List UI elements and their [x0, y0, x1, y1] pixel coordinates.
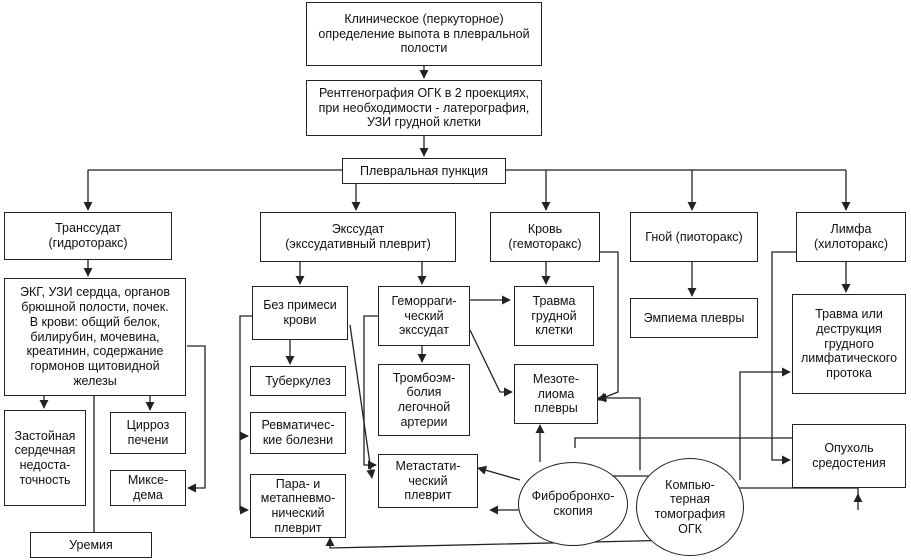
transudate-box: Транссудат (гидроторакс)	[4, 212, 172, 260]
parapneumonic-box: Пара- и метапневмо- нический плеврит	[250, 474, 346, 538]
thromboembolism-box: Тромбоэм- болия легочной артерии	[378, 364, 470, 436]
hemorrhagic-exudate-box: Геморраги- ческий экссудат	[378, 286, 470, 346]
blood-box: Кровь (гемоторакс)	[490, 212, 600, 262]
exudate-box: Экссудат (экссудативный плеврит)	[260, 212, 456, 262]
myxedema-box: Миксе- дема	[110, 470, 186, 506]
heart-failure-box: Застойная сердечная недоста- точность	[4, 410, 86, 506]
uremia-box: Уремия	[30, 532, 152, 558]
rheumatic-box: Ревматичес- кие болезни	[250, 412, 346, 454]
pus-box: Гной (пиоторакс)	[630, 212, 758, 262]
lymph-box: Лимфа (хилоторакс)	[796, 212, 906, 262]
bronchoscopy-oval: Фибробронхо- скопия	[518, 462, 628, 546]
chest-trauma-box: Травма грудной клетки	[514, 286, 594, 346]
duct-trauma-box: Травма или деструкция грудного лимфатиче…	[792, 294, 906, 394]
mesothelioma-box: Мезоте- лиома плевры	[514, 364, 598, 424]
cirrhosis-box: Цирроз печени	[110, 412, 186, 454]
metastatic-box: Метастати- ческий плеврит	[378, 454, 478, 508]
empyema-box: Эмпиема плевры	[630, 298, 758, 338]
tuberculosis-box: Туберкулез	[250, 366, 346, 396]
ct-scan-oval: Компью- терная томография ОГК	[636, 458, 744, 556]
xray-box: Рентгенография ОГК в 2 проекциях, при не…	[306, 80, 542, 136]
clinical-detection-box: Клиническое (перкуторное) определение вы…	[306, 2, 542, 66]
mediastinal-tumor-box: Опухоль средостения	[792, 424, 906, 488]
pleural-puncture-box: Плевральная пункция	[342, 158, 506, 184]
diagnostic-tests-box: ЭКГ, УЗИ сердца, органов брюшной полости…	[4, 278, 186, 396]
no-blood-box: Без примеси крови	[252, 286, 348, 340]
